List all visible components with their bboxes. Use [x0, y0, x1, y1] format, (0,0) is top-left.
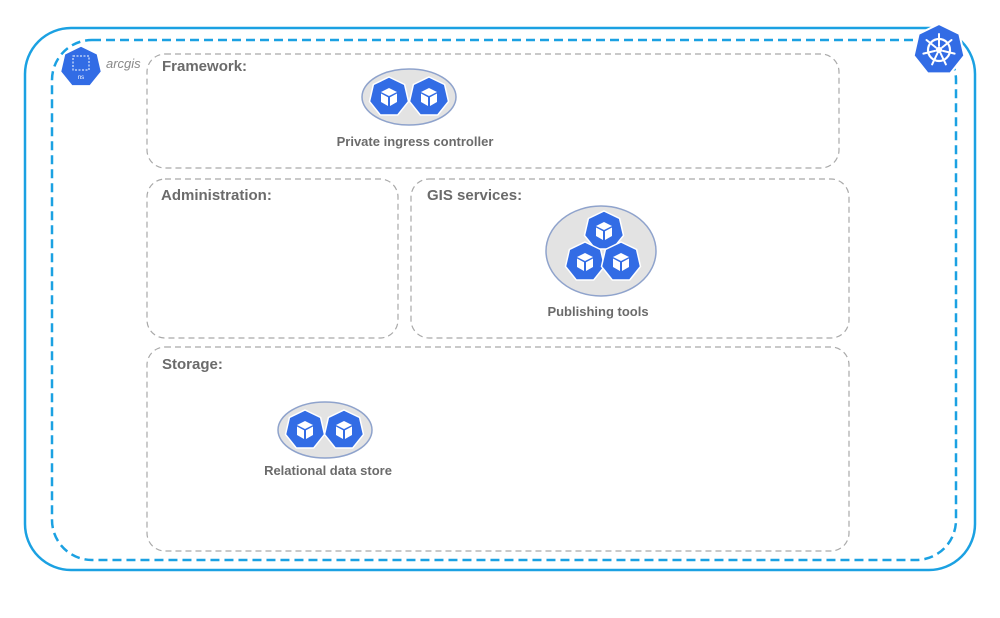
framework-section	[146, 53, 840, 169]
namespace-boundary	[50, 38, 958, 562]
kubernetes-helm-icon	[912, 22, 966, 75]
namespace-icon: ns	[59, 45, 103, 87]
publishing-tools-label: Publishing tools	[547, 304, 648, 319]
publishing-pod-group-icon	[545, 205, 657, 297]
relational-data-store-label: Relational data store	[264, 463, 392, 478]
framework-title: Framework:	[162, 58, 247, 75]
namespace-label: arcgis	[106, 56, 141, 71]
storage-section	[146, 346, 850, 552]
namespace-badge-text: ns	[78, 75, 84, 81]
administration-title: Administration:	[161, 187, 272, 204]
administration-section	[146, 178, 399, 339]
ingress-controller-label: Private ingress controller	[337, 134, 494, 149]
gis-services-title: GIS services:	[427, 187, 522, 204]
cluster-boundary	[23, 26, 977, 572]
relational-pod-group-icon	[277, 401, 373, 459]
storage-title: Storage:	[162, 356, 223, 373]
ingress-pod-group-icon	[361, 68, 457, 126]
gis-services-section	[410, 178, 850, 339]
